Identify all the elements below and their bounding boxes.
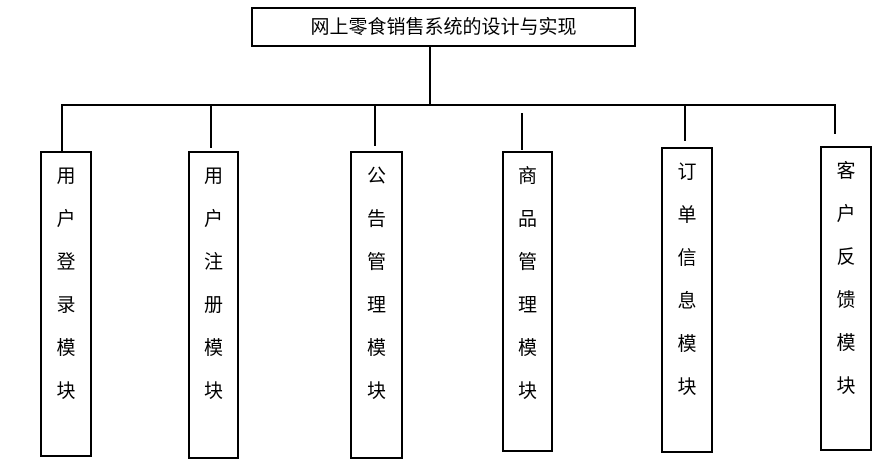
title-box: 网上零食销售系统的设计与实现 [251,7,636,47]
module-label-product-management: 商品管理模块 [517,166,537,402]
module-label-order-info: 订单信息模块 [677,162,697,398]
module-box-customer-feedback: 客户反馈模块 [820,146,872,451]
module-label-user-login: 用户登录模块 [56,166,76,402]
module-box-order-info: 订单信息模块 [661,147,713,453]
module-label-user-register: 用户注册模块 [203,166,223,402]
module-box-announcement-management: 公告管理模块 [350,151,403,459]
title-label: 网上零食销售系统的设计与实现 [310,16,577,38]
module-label-announcement-management: 公告管理模块 [366,166,386,402]
module-label-customer-feedback: 客户反馈模块 [836,161,856,397]
module-box-user-login: 用户登录模块 [40,151,92,457]
module-box-product-management: 商品管理模块 [502,151,553,452]
module-box-user-register: 用户注册模块 [188,151,239,459]
